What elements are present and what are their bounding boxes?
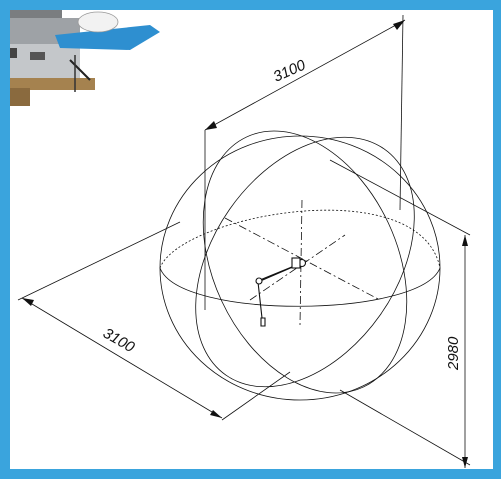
sphere-meridian-1 <box>202 130 408 394</box>
sphere-equator-back <box>159 209 441 269</box>
dim-left-ext-top <box>17 221 181 301</box>
dim-top-ext-right <box>399 14 404 211</box>
dim-right-ext-top <box>329 159 471 236</box>
dim-right-label: 2980 <box>445 336 462 371</box>
dim-right-ext-bottom <box>339 389 471 466</box>
dim-top-line <box>204 19 406 131</box>
scanner-device-icon <box>0 0 160 106</box>
sphere-meridian-2 <box>195 136 415 388</box>
dimension-arrows <box>22 20 468 468</box>
dim-left-line <box>21 297 223 419</box>
dim-left-ext-bottom <box>221 371 291 421</box>
sphere-equator-front <box>159 267 441 307</box>
arm-icon <box>255 257 307 327</box>
